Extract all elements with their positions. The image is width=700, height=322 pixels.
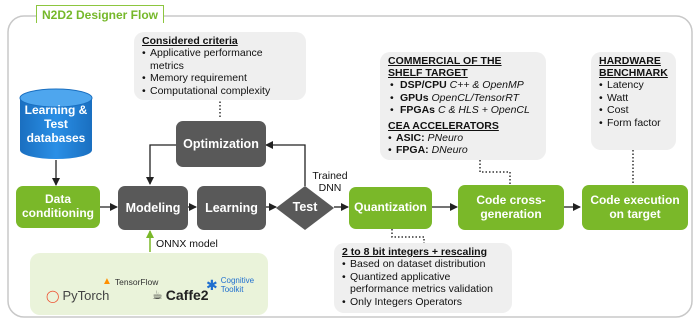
caffe2-logo: ☕ Caffe2: [152, 287, 209, 303]
code-execution-box: Code execution on target: [582, 185, 688, 230]
trained-dnn-label: Trained DNN: [312, 170, 348, 194]
quantization-box: Quantization: [349, 187, 432, 229]
benchmark-item: Latency: [599, 79, 668, 92]
frameworks-panel: [30, 253, 268, 315]
pytorch-logo: ◯ PyTorch: [46, 288, 110, 303]
benchmark-item: Form factor: [599, 117, 668, 130]
flame-icon: ◯: [46, 288, 60, 303]
criteria-item: Memory requirement: [142, 72, 298, 85]
modeling-box: Modeling: [118, 186, 188, 230]
dotted-quantization-link: [391, 229, 425, 243]
cea-item: FPGA: DNeuro: [388, 144, 538, 157]
learning-box: Learning: [197, 186, 266, 230]
onnx-model-label: ONNX model: [156, 238, 218, 250]
quantization-heading: 2 to 8 bit integers + rescaling: [342, 246, 488, 258]
cots-heading: COMMERCIAL OF THE SHELF TARGET: [388, 55, 502, 79]
data-conditioning-box: Data conditioning: [16, 186, 100, 228]
benchmark-note: HARDWARE BENCHMARK Latency Watt Cost For…: [591, 52, 676, 150]
cea-item: ASIC: PNeuro: [388, 132, 538, 145]
cea-heading: CEA ACCELERATORS: [388, 119, 499, 132]
cognitive-toolkit-logo: ✱ Cognitive Toolkit: [206, 276, 255, 294]
benchmark-heading: HARDWARE BENCHMARK: [599, 55, 668, 79]
criteria-note: Considered criteria Applicative performa…: [134, 32, 306, 100]
optimization-box: Optimization: [176, 121, 266, 167]
arrow-test-to-optimization: [265, 141, 306, 186]
cots-item: DSP/CPU C++ & OpenMP: [388, 79, 538, 92]
arrow-optimization-to-modeling: [146, 144, 176, 185]
tensorflow-logo: ▲ TensorFlow: [102, 276, 159, 287]
cots-item: GPUs OpenCL/TensorRT: [388, 92, 538, 105]
criteria-item: Applicative performance metrics: [142, 47, 298, 72]
benchmark-item: Cost: [599, 104, 668, 117]
benchmark-item: Watt: [599, 92, 668, 105]
tensorflow-icon: ▲: [102, 276, 112, 287]
quantization-item: Only Integers Operators: [342, 296, 504, 309]
test-label: Test: [292, 200, 318, 214]
cup-icon: ☕: [152, 288, 163, 302]
criteria-item: Computational complexity: [142, 85, 298, 98]
test-diamond: [276, 186, 334, 230]
diagram-title: N2D2 Designer Flow: [36, 5, 164, 23]
database-cylinder: [19, 88, 93, 159]
quantization-item: Based on dataset distribution: [342, 258, 504, 271]
targets-note: COMMERCIAL OF THE SHELF TARGET DSP/CPU C…: [380, 52, 546, 160]
quantization-note: 2 to 8 bit integers + rescaling Based on…: [334, 243, 512, 313]
dotted-targets-link: [479, 160, 511, 185]
quantization-item: Quantized applicative performance metric…: [342, 271, 504, 296]
cots-item: FPGAs C & HLS + OpenCL: [388, 104, 538, 117]
criteria-heading: Considered criteria: [142, 35, 238, 47]
databases-label: Learning & Test databases: [24, 103, 88, 145]
network-icon: ✱: [206, 276, 218, 293]
outer-frame: [7, 15, 693, 318]
code-generation-box: Code cross-generation: [458, 185, 564, 230]
